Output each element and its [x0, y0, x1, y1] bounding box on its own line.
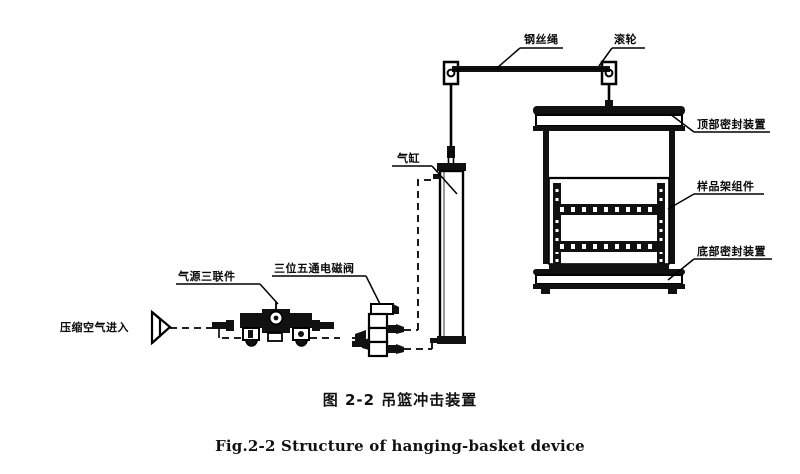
leader-valve — [365, 275, 381, 305]
label-sample-rack: 样品架组件 — [697, 180, 755, 193]
leader-wire-rope — [496, 47, 521, 69]
valve-body-lower — [367, 340, 389, 358]
sample-rack-upper — [553, 204, 665, 215]
valve-outlet-ports — [387, 324, 404, 354]
solenoid-valve — [352, 303, 404, 358]
frl-filter — [240, 313, 262, 347]
label-top-seal: 顶部密封装置 — [697, 118, 766, 131]
label-frl-unit: 气源三联件 — [178, 270, 236, 283]
leader-frl — [259, 283, 279, 305]
valve-exhaust — [362, 338, 369, 350]
cylinder-port-upper — [433, 174, 441, 179]
leader-lines — [176, 47, 772, 305]
figure-caption-chinese: 图 2-2 吊篮冲击装置 — [322, 391, 478, 409]
label-air-inlet: 压缩空气进入 — [60, 321, 129, 334]
label-wire-rope: 钢丝绳 — [524, 33, 559, 46]
vessel-wall-left — [543, 131, 549, 264]
bottom-sealing-device — [533, 264, 685, 294]
rack-rail-left — [553, 183, 561, 265]
leader-cylinder — [431, 165, 458, 195]
vessel-lift-stub — [605, 100, 613, 108]
vessel-foot-left — [541, 289, 550, 294]
sample-rack-lower — [553, 241, 665, 252]
valve-coil — [370, 303, 394, 315]
rack-rail-right — [657, 183, 665, 265]
pressure-vessel — [533, 100, 685, 294]
label-bottom-seal: 底部密封装置 — [697, 245, 766, 258]
cylinder-top-cap — [437, 163, 466, 171]
valve-body-upper — [367, 312, 389, 330]
label-solenoid-valve: 三位五通电磁阀 — [274, 262, 355, 275]
tube-to-cylinder-top — [417, 179, 433, 330]
leader-top-seal — [669, 113, 695, 133]
frl-outlet-fitting — [320, 322, 334, 329]
leader-roller — [598, 47, 613, 67]
frl-inlet-fitting — [212, 322, 226, 329]
figure-caption-english: Fig.2-2 Structure of hanging-basket devi… — [215, 437, 585, 455]
valve-body-mid — [367, 326, 389, 344]
pulley-right — [600, 60, 618, 86]
pulley-left — [442, 60, 460, 86]
pneumatic-cylinder — [430, 146, 466, 344]
air-inlet-symbol — [150, 309, 172, 346]
cylinder-bottom-cap — [437, 336, 466, 344]
frl-regulator — [262, 302, 290, 342]
leader-sample-rack — [667, 193, 695, 210]
cylinder-port-lower — [430, 338, 440, 343]
frl-unit — [212, 302, 334, 347]
top-sealing-device — [533, 106, 685, 131]
vessel-foot-right — [668, 289, 677, 294]
leader-bottom-seal — [667, 258, 695, 281]
vessel-wall-right — [669, 131, 675, 264]
label-roller: 滚轮 — [614, 33, 637, 46]
frl-lubricator — [290, 313, 312, 347]
label-cylinder: 气缸 — [397, 152, 420, 165]
cylinder-barrel — [438, 169, 465, 341]
